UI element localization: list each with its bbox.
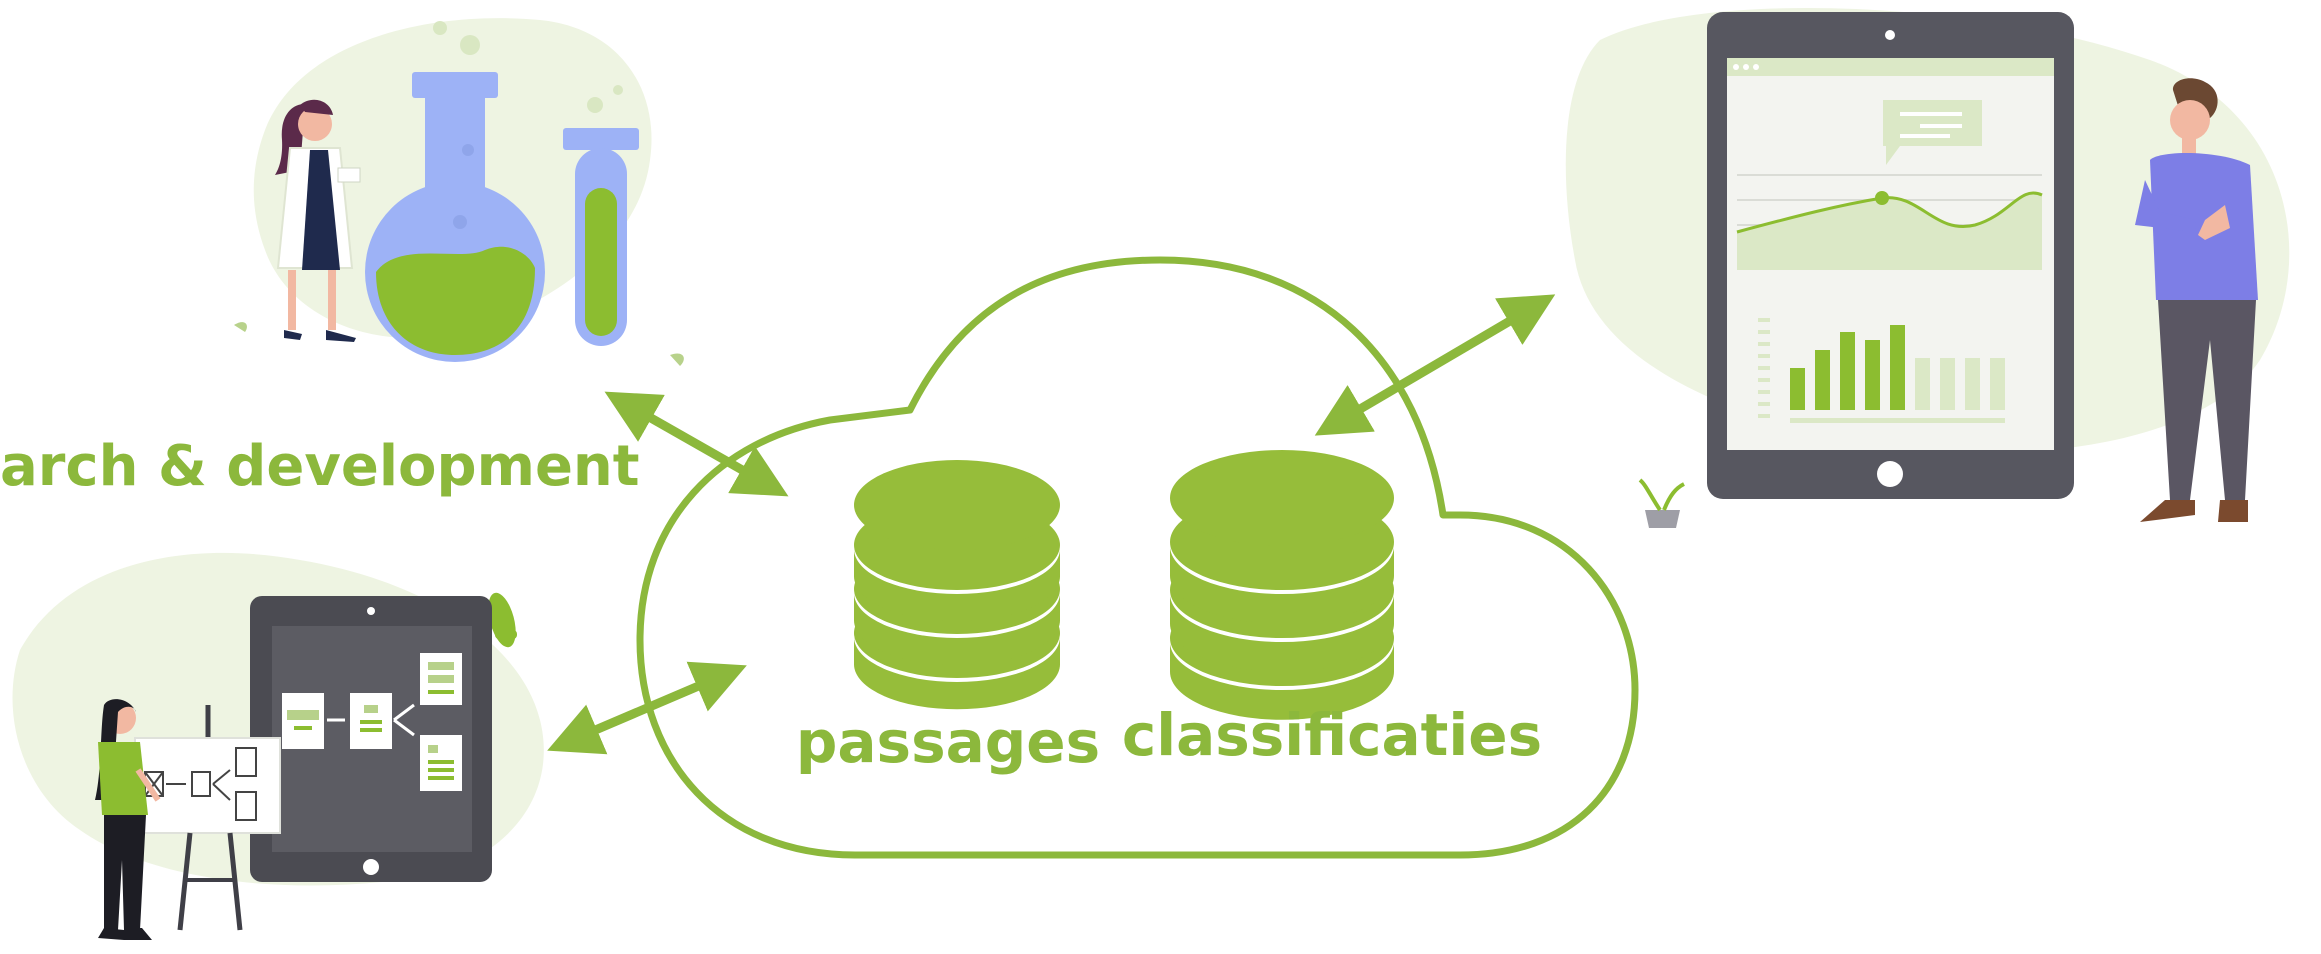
double-arrow-icon xyxy=(547,661,747,755)
test-tube-icon xyxy=(563,128,639,346)
classificaties-label: classificaties xyxy=(1122,701,1542,769)
research-development-label: arch & development xyxy=(0,434,640,499)
double-arrow-icon xyxy=(604,391,789,497)
arrows xyxy=(547,294,1556,755)
database-icon-passages xyxy=(854,460,1060,710)
analyst-illustration xyxy=(1638,12,2258,528)
scientist-illustration xyxy=(234,21,684,366)
passages-label: passages xyxy=(796,708,1100,776)
double-arrow-icon xyxy=(1314,294,1556,436)
flask-icon xyxy=(365,72,545,362)
database-icon-classificaties xyxy=(1170,450,1394,720)
designer-illustration xyxy=(95,592,517,940)
